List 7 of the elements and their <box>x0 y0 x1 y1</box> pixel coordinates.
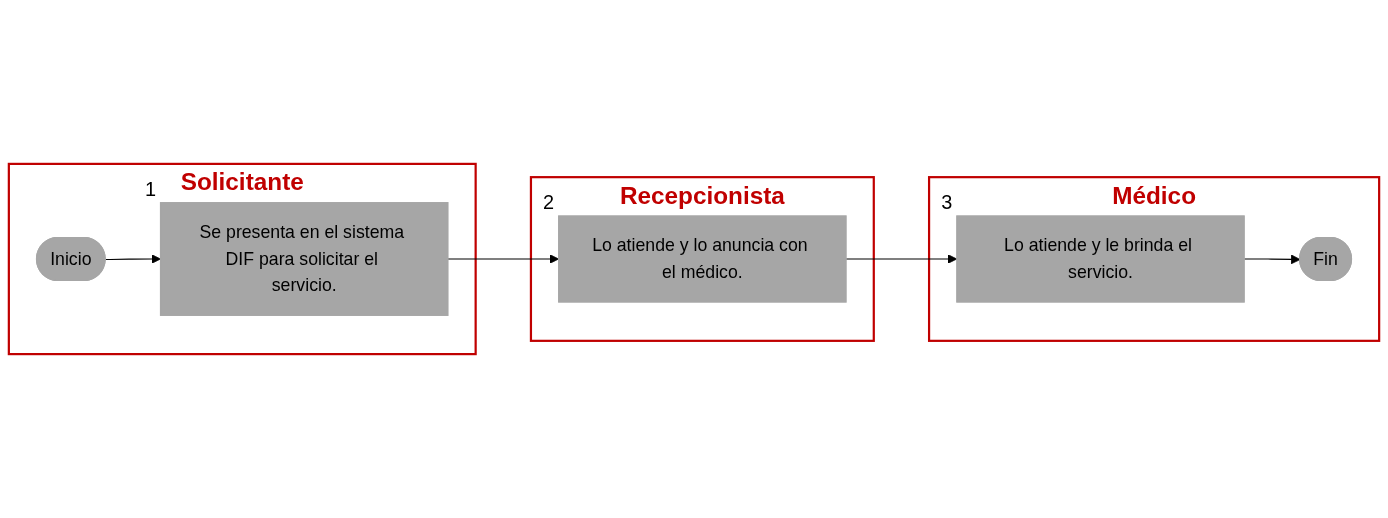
step-number: 1 <box>145 177 157 200</box>
node-box: Se presenta en el sistema DIF para solicitar el servicio. <box>159 202 449 316</box>
step-number: 2 <box>543 191 555 214</box>
node-box: Lo atiende y lo anuncia con el médico. <box>558 215 847 303</box>
step-number: 3 <box>941 191 953 214</box>
node-box: Lo atiende y le brinda el servicio. <box>956 215 1245 303</box>
arrow <box>105 254 161 264</box>
